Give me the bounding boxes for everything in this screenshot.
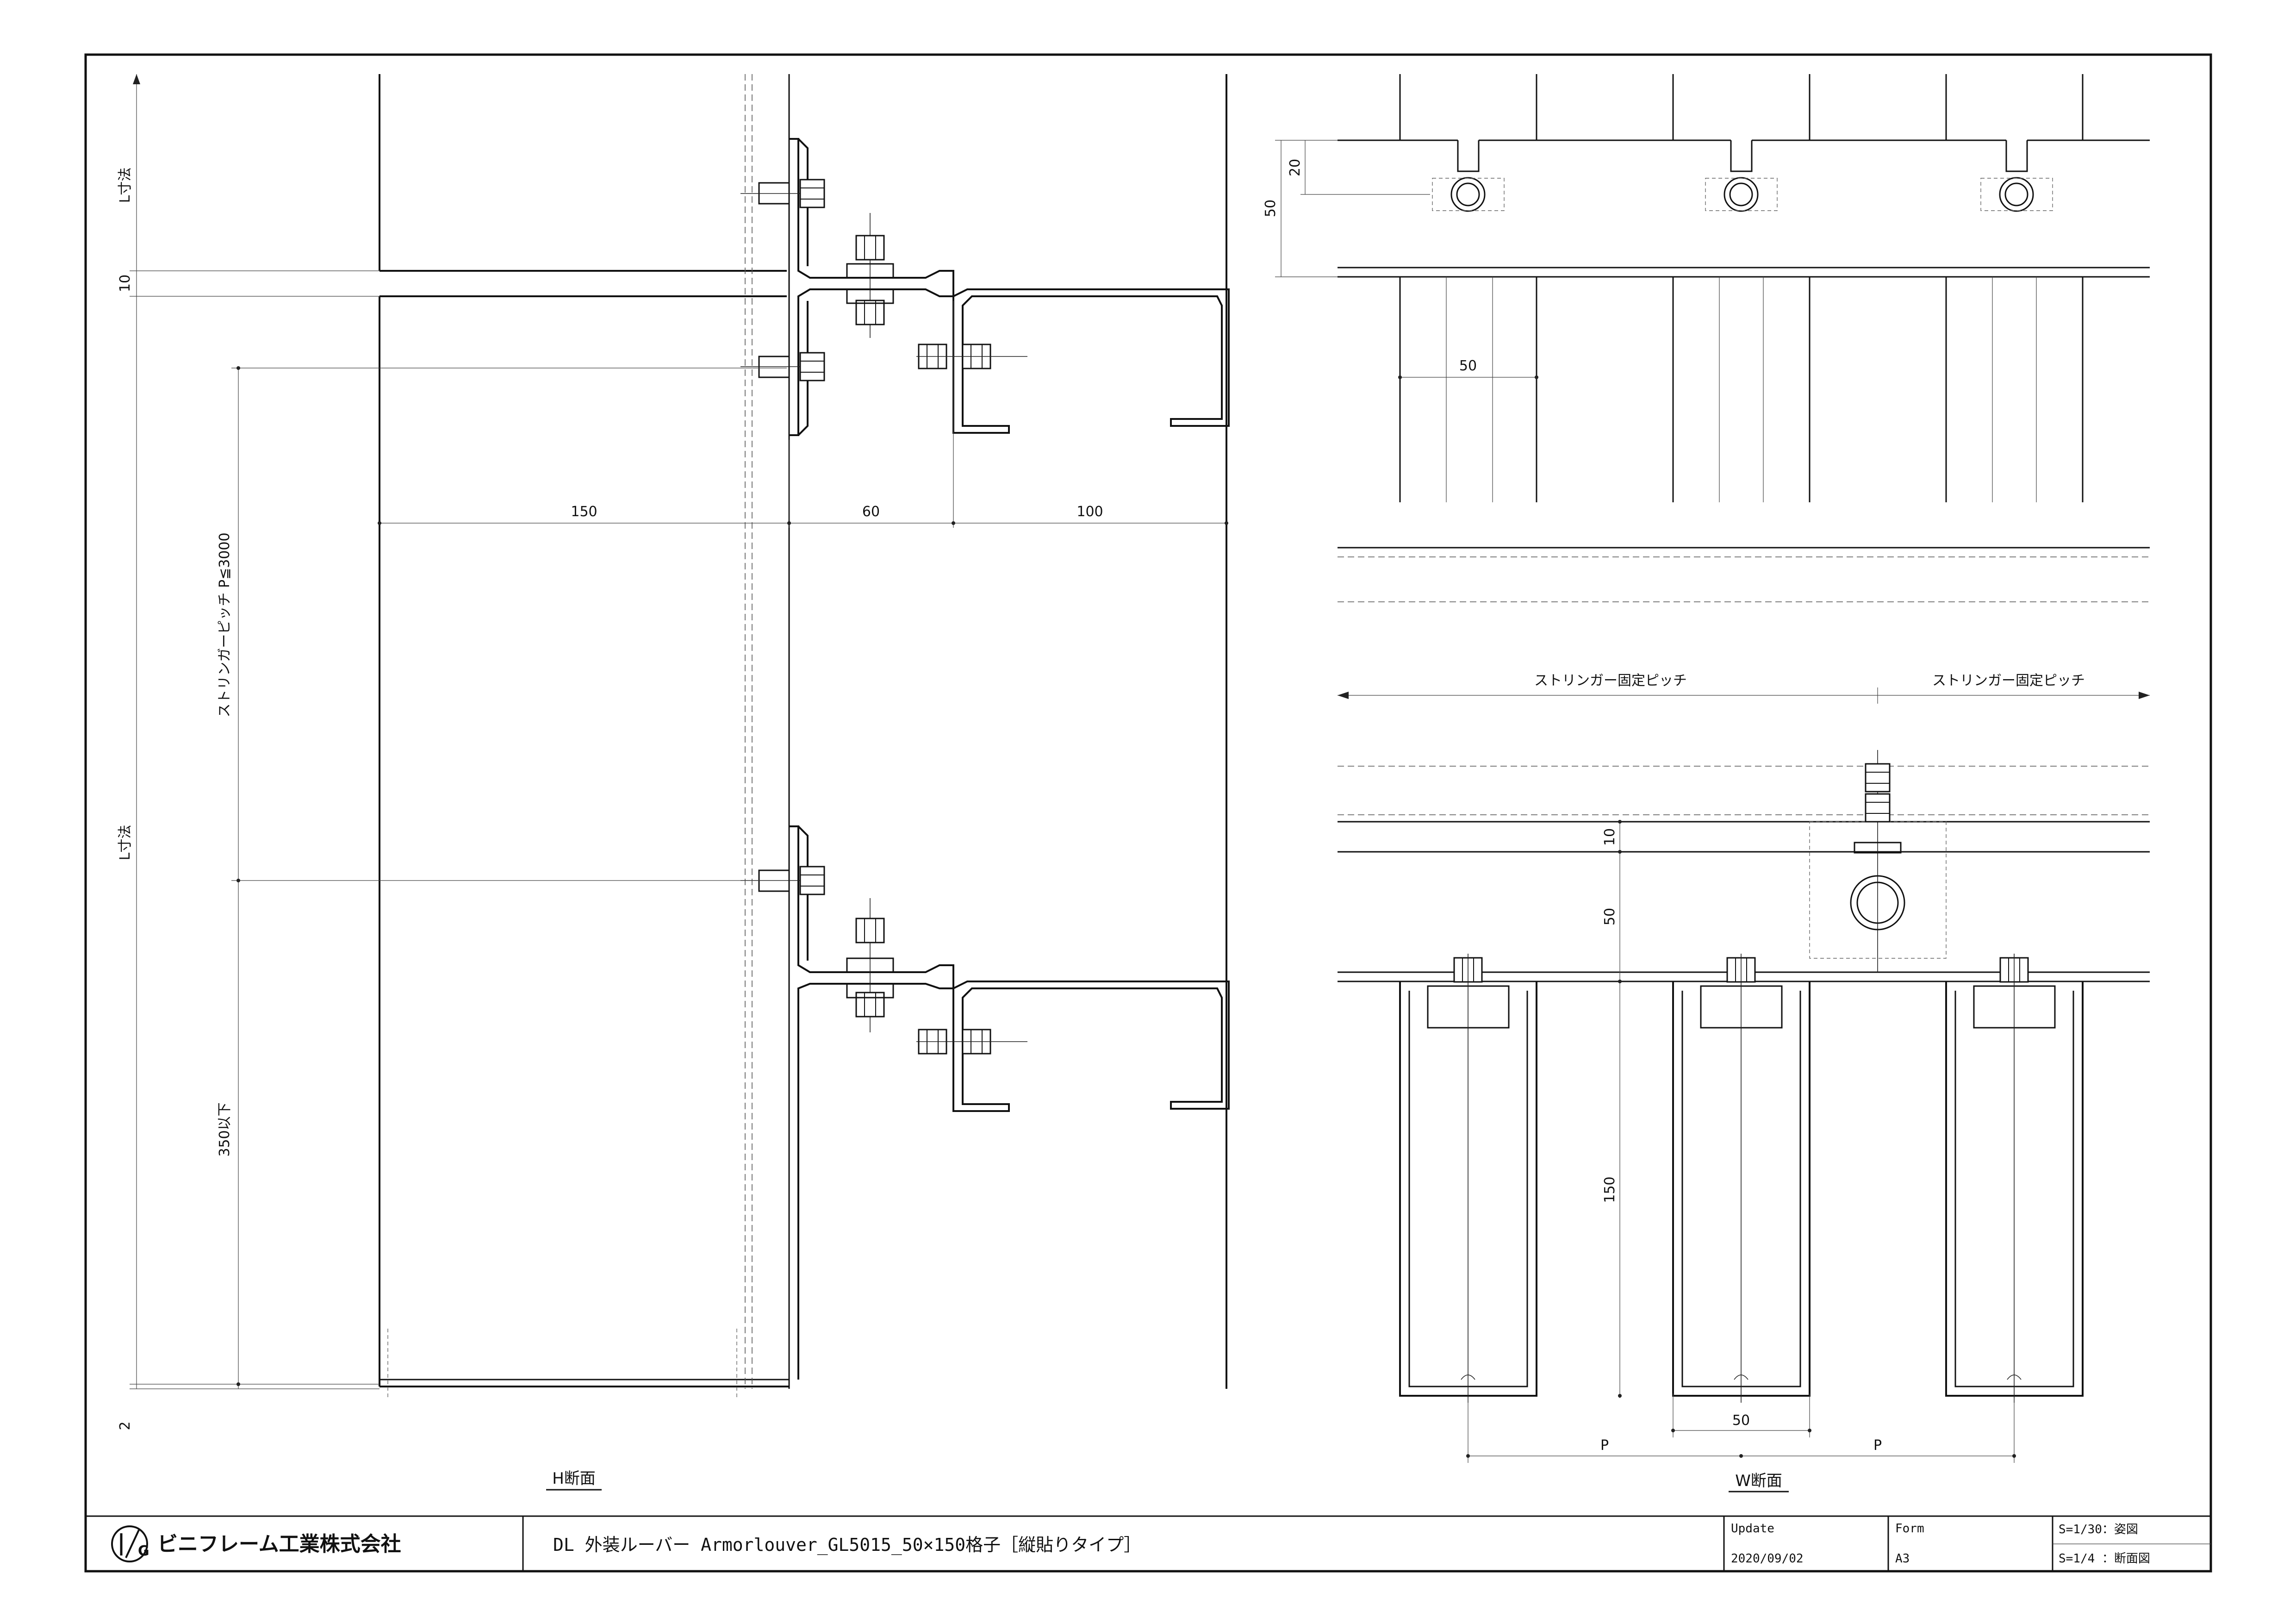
louver-profile-3	[1945, 954, 2084, 1403]
scale-section: S=1/4 ：断面図	[2059, 1552, 2150, 1566]
sheet-border	[84, 53, 2212, 1573]
dim-10: 10	[1602, 828, 1618, 846]
dim-p-left: P	[1600, 1437, 1609, 1454]
dim-50-horizontal: 50	[1459, 358, 1477, 374]
section-with-stringer	[1338, 750, 2150, 1463]
logo-mark-icon: G	[111, 1525, 149, 1562]
dim-150: 150	[571, 504, 597, 520]
plan-view-top	[1275, 74, 2150, 502]
dim-50-bottom: 50	[1732, 1412, 1750, 1429]
form-label: Form	[1895, 1522, 1924, 1536]
drawing-title: DL 外装ルーバー Armorlouver_GL5015_50×150格子［縦貼…	[553, 1535, 1141, 1555]
w-section-view: 20 50 50 ストリンガー固定ピッチ ストリンガー固定ピッチ	[1263, 74, 2150, 1493]
h-section-caption: H断面	[552, 1469, 596, 1488]
dim-max-350: 350以下	[217, 1102, 233, 1156]
dim-stringer-pitch: ストリンガーピッチ P≦3000	[217, 532, 233, 717]
company-name: ビニフレーム工業株式会社	[157, 1532, 401, 1556]
dim-p-right: P	[1873, 1437, 1882, 1454]
upper-bracket-assembly	[740, 138, 1230, 436]
dim-gap-10: 10	[117, 275, 133, 292]
dim-50-top: 50	[1263, 200, 1279, 217]
dim-50-mid: 50	[1602, 908, 1618, 925]
louver-profile-2	[1672, 954, 1811, 1403]
stringer-pitch-arrow	[1338, 687, 2150, 704]
h-section-dimensions	[130, 74, 1228, 1389]
form-value: A3	[1895, 1552, 1910, 1566]
update-label: Update	[1731, 1522, 1774, 1536]
plan-clip-1	[1432, 140, 1505, 212]
plan-clip-3	[1980, 140, 2053, 212]
dim-150-right: 150	[1602, 1176, 1618, 1203]
dim-60: 60	[862, 504, 880, 520]
lower-bracket-assembly	[740, 825, 1230, 1380]
h-section-view: L寸法 10 L寸法 2 ストリンガーピッチ P≦3000 350以下 150 …	[117, 74, 1230, 1491]
pitch-label-left: ストリンガー固定ピッチ	[1534, 673, 1687, 689]
pitch-label-right: ストリンガー固定ピッチ	[1932, 673, 2085, 689]
dim-l-side: L寸法	[117, 825, 133, 861]
dim-bottom-2: 2	[117, 1421, 133, 1430]
dim-l-top: L寸法	[117, 168, 133, 203]
w-section-caption: W断面	[1735, 1472, 1782, 1490]
dim-20: 20	[1287, 159, 1303, 176]
louver-profile-1	[1399, 954, 1537, 1403]
plan-clip-2	[1705, 140, 1778, 212]
dim-100: 100	[1076, 504, 1103, 520]
scale-elevation: S=1/30：姿図	[2059, 1523, 2138, 1537]
title-block: G ビニフレーム工業株式会社 DL 外装ルーバー Armorlouver_GL5…	[86, 1515, 2211, 1571]
update-value: 2020/09/02	[1731, 1552, 1804, 1566]
svg-text:G: G	[138, 1543, 149, 1559]
